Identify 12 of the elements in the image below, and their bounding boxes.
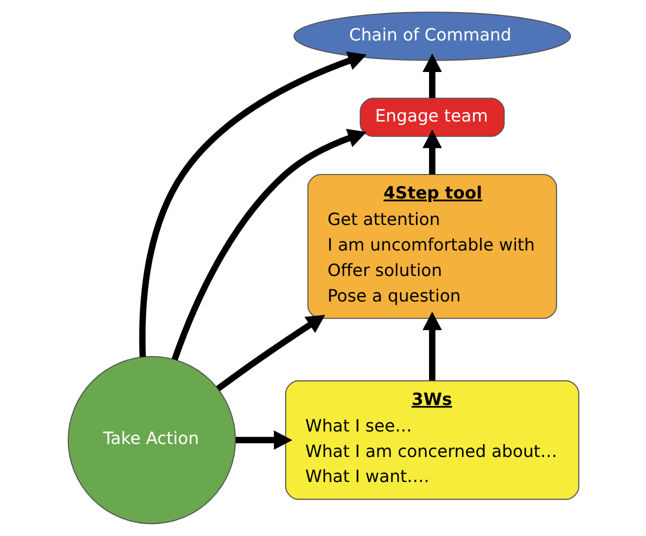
arrow [138, 52, 366, 357]
node-box: 3Ws What I see… What I am concerned about… What I want…. [284, 380, 579, 500]
arrow [235, 430, 292, 450]
node-circle: Take Action [67, 356, 236, 524]
arrow [422, 312, 442, 381]
arrow [216, 314, 325, 392]
node-box: 4Step tool Get attention I am uncomfortable with Offer solution Pose a question [306, 174, 557, 319]
arrow [422, 130, 442, 174]
arrow [171, 128, 366, 361]
node-box: Engage team [359, 98, 504, 137]
arrow [422, 54, 442, 98]
node-ellipse: Chain of Command [292, 12, 570, 61]
